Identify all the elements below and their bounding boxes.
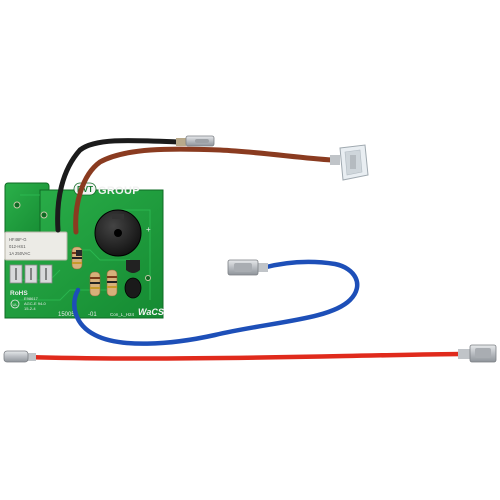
relay-text-2: 012-HS1 bbox=[9, 244, 26, 249]
brand-logo-mark: DVT bbox=[77, 185, 93, 194]
ul-text-1: E98617 bbox=[24, 296, 39, 301]
ul-mark: UL bbox=[10, 299, 20, 309]
pad bbox=[145, 275, 151, 281]
brown-wire bbox=[73, 146, 335, 235]
black-wire bbox=[55, 137, 183, 233]
resistor bbox=[89, 271, 101, 297]
transistor bbox=[126, 260, 140, 273]
pcb-board: DVT GROUP HF46F-G 012-HS1 1A 250VAC + bbox=[4, 182, 164, 319]
red-wire-left-terminal bbox=[3, 350, 36, 363]
rohs-mark: RoHS bbox=[10, 290, 28, 297]
buzzer: + bbox=[94, 209, 151, 257]
board-code: Con_L_H24 bbox=[110, 312, 135, 317]
relay-text-3: 1A 250VAC bbox=[9, 251, 30, 256]
ul-text-3: 15-2-4 bbox=[24, 306, 36, 311]
serial-number: 150055 bbox=[58, 312, 79, 318]
brand-logo: DVT GROUP bbox=[73, 182, 140, 197]
smd-chip bbox=[76, 250, 82, 256]
relay-text-1: HF46F-G bbox=[9, 237, 26, 242]
blue-wire-terminal bbox=[227, 259, 268, 276]
blue-wire bbox=[72, 259, 360, 346]
buzzer-polarity: + bbox=[146, 225, 151, 234]
black-wire-terminal bbox=[176, 135, 215, 147]
pad bbox=[40, 211, 48, 219]
serial-suffix: -01 bbox=[88, 312, 97, 318]
svg-text:UL: UL bbox=[13, 302, 19, 307]
ul-text-2: AGC-E 94-0 bbox=[24, 301, 47, 306]
connector-terminals bbox=[9, 264, 53, 284]
red-wire-right-terminal bbox=[458, 344, 497, 363]
relay: HF46F-G 012-HS1 1A 250VAC bbox=[4, 231, 68, 261]
resistor bbox=[106, 269, 118, 297]
capacitor bbox=[124, 277, 142, 299]
brand-word: GROUP bbox=[98, 185, 140, 197]
brown-wire-terminal bbox=[330, 144, 369, 181]
pad bbox=[13, 201, 21, 209]
product-logo: WaCS bbox=[138, 307, 164, 317]
red-wire bbox=[25, 351, 465, 361]
